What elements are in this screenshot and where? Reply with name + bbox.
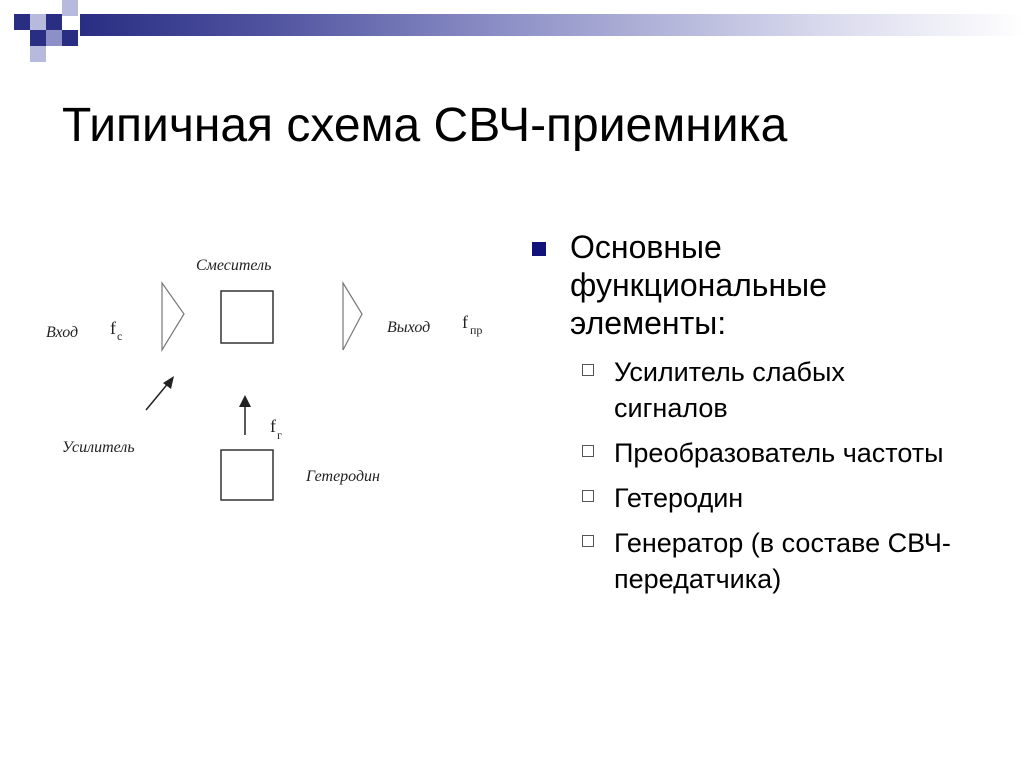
input-amplifier-triangle (161, 281, 185, 353)
oscillator-arrowhead (239, 395, 251, 407)
intermediate-frequency-symbol: f (462, 312, 468, 332)
intermediate-frequency-subscript: пр (470, 323, 482, 337)
sub-bullet-list: Усилитель слабых сигналов Преобразовател… (582, 354, 1012, 597)
local-oscillator-box (220, 449, 274, 501)
bullet-list: Основные функциональные элементы: Усилит… (532, 228, 1012, 606)
decor-square (46, 14, 62, 30)
signal-frequency-symbol: f (110, 318, 116, 338)
hollow-square-bullet-icon (582, 364, 594, 376)
main-bullet-text: Основные функциональные элементы: (570, 229, 827, 341)
local-oscillator-label: Гетеродин (305, 468, 380, 485)
sub-bullet-item: Преобразователь частоты (582, 435, 1012, 471)
sub-bullet-text: Усилитель слабых сигналов (614, 357, 845, 423)
hollow-square-bullet-icon (582, 445, 594, 457)
decor-square (30, 30, 46, 46)
sub-bullet-item: Гетеродин (582, 480, 1012, 516)
square-bullet-icon (532, 242, 546, 256)
decor-square (62, 0, 78, 16)
main-bullet: Основные функциональные элементы: (532, 228, 1012, 342)
decor-square (62, 30, 78, 46)
decor-square (46, 30, 62, 46)
sub-bullet-item: Генератор (в составе СВЧ-передатчика) (582, 525, 1012, 597)
mixer-label: Смеситель (196, 257, 271, 274)
output-amplifier-triangle (342, 280, 363, 351)
hollow-square-bullet-icon (582, 490, 594, 502)
sub-bullet-text: Генератор (в составе СВЧ-передатчика) (614, 528, 951, 594)
local-oscillator-frequency-subscript: г (277, 428, 282, 442)
header-gradient-bar (80, 14, 1024, 36)
amplifier-label: Усилитель (62, 439, 135, 456)
amplifier-arrowhead (163, 376, 174, 389)
sub-bullet-text: Гетеродин (614, 483, 744, 513)
decor-square (30, 46, 46, 62)
decor-square (14, 14, 30, 30)
sub-bullet-text: Преобразователь частоты (614, 438, 944, 468)
output-label: Выход (387, 319, 430, 336)
slide-title: Типичная схема СВЧ-приемника (62, 99, 788, 152)
input-label: Вход (46, 324, 78, 341)
sub-bullet-item: Усилитель слабых сигналов (582, 354, 1012, 426)
hollow-square-bullet-icon (582, 535, 594, 547)
decor-square (30, 14, 46, 30)
mixer-box (220, 290, 274, 344)
local-oscillator-frequency-symbol: f (270, 416, 276, 436)
signal-frequency-subscript: с (117, 329, 122, 343)
amplifier-pointer-arrow (145, 380, 171, 411)
